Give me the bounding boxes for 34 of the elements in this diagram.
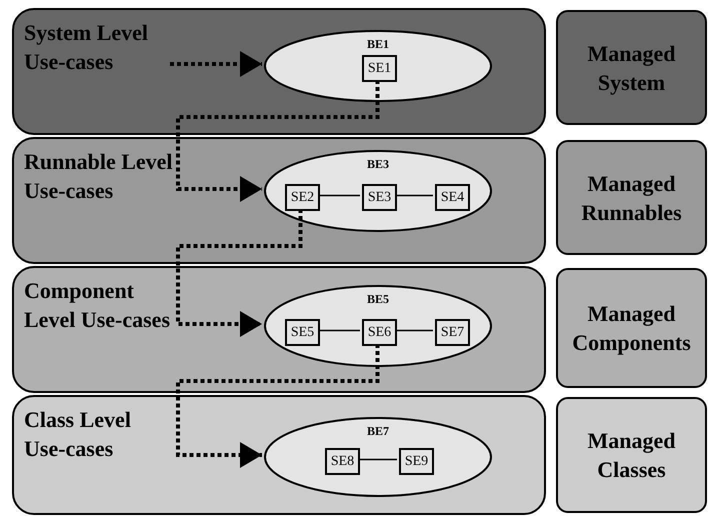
ellipse-title: BE1: [366, 37, 390, 52]
element-box: SE9: [399, 448, 434, 475]
band-heading: Class Level Use-cases: [24, 406, 132, 463]
side-box: Managed Components: [556, 268, 707, 388]
element-box: SE6: [362, 319, 397, 346]
level-band: [12, 8, 546, 135]
band-heading: System Level Use-cases: [24, 19, 150, 76]
connector-line: [395, 194, 433, 196]
ellipse-title: BE5: [366, 292, 390, 307]
level-band: [12, 266, 546, 393]
element-box: SE8: [325, 448, 360, 475]
element-box: SE3: [362, 184, 397, 211]
level-band: [12, 137, 546, 264]
ellipse-title: BE7: [366, 424, 390, 439]
element-box: SE2: [285, 184, 320, 211]
element-box: SE5: [285, 319, 320, 346]
element-box: SE4: [435, 184, 470, 211]
connector-line: [358, 458, 397, 460]
dotted-arrow: [170, 51, 262, 77]
connector-line: [318, 194, 360, 196]
connector-line: [318, 330, 360, 332]
side-box: Managed System: [556, 10, 707, 125]
level-band: [12, 395, 546, 515]
band-heading: Component Level Use-cases: [24, 277, 172, 334]
element-box: SE1: [362, 55, 397, 82]
connector-line: [395, 330, 433, 332]
ellipse-title: BE3: [366, 157, 390, 172]
dotted-arrow: [176, 80, 380, 202]
dotted-arrow: [176, 344, 380, 468]
band-heading: Runnable Level Use-cases: [24, 148, 174, 205]
side-box: Managed Classes: [556, 397, 707, 513]
dotted-arrow: [176, 209, 302, 337]
side-box: Managed Runnables: [556, 140, 707, 255]
element-box: SE7: [435, 319, 470, 346]
